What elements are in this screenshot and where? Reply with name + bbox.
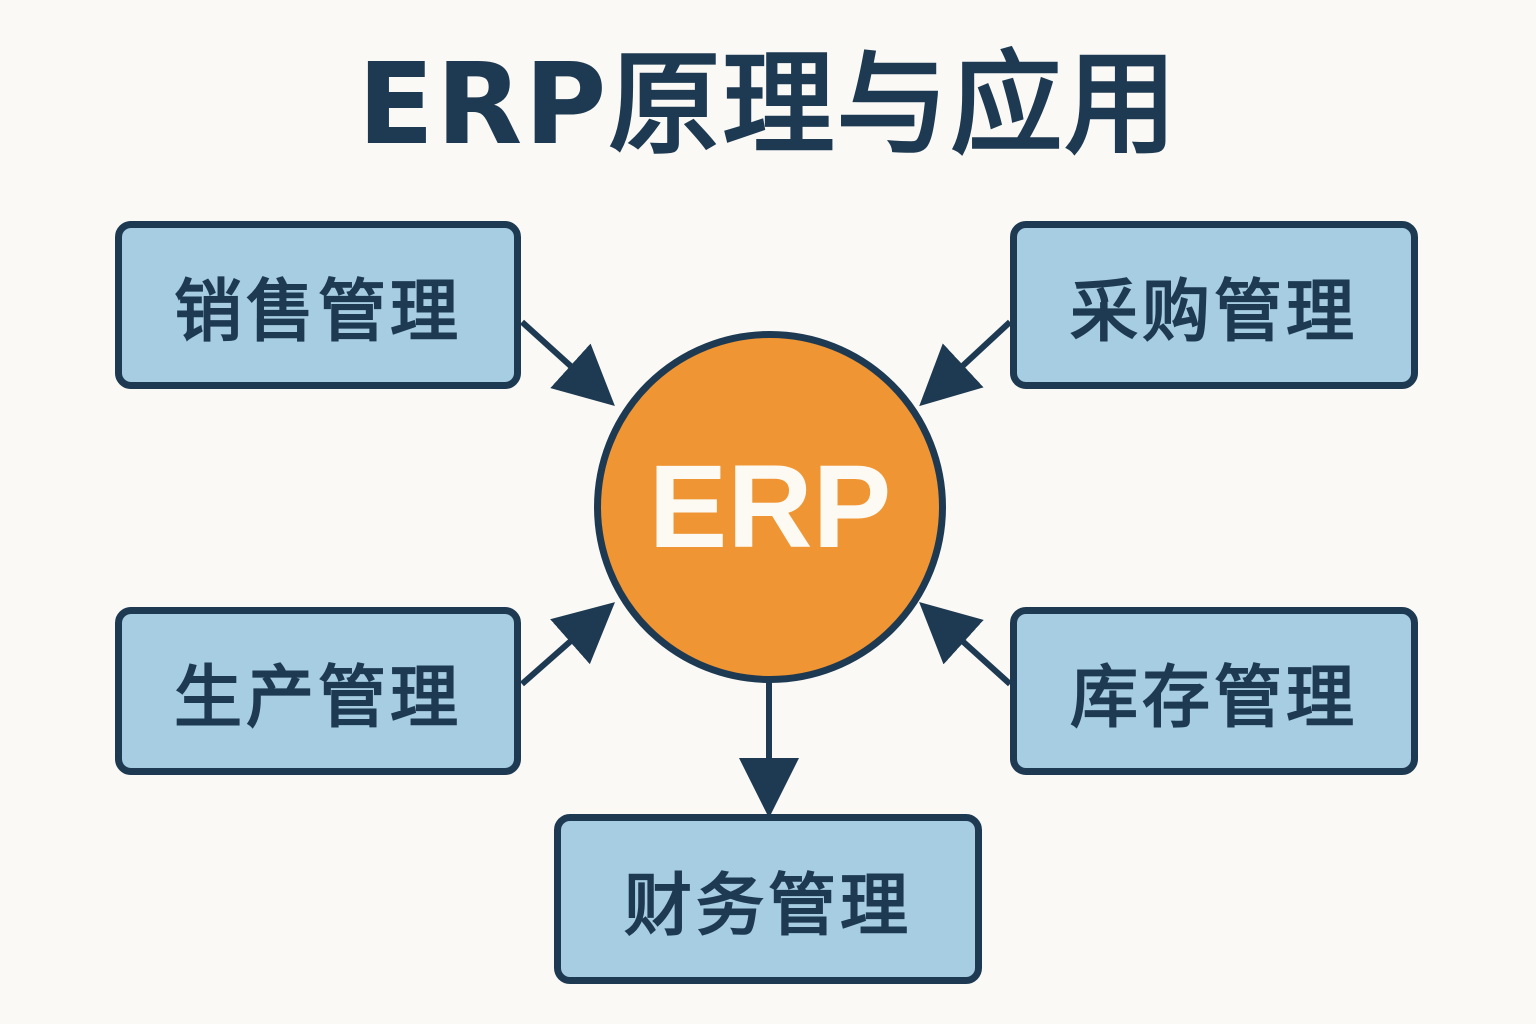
module-label: 销售管理	[173, 272, 462, 352]
module-purchase[interactable]: 采购管理	[1010, 221, 1418, 389]
arrow-inventory-to-erp	[919, 601, 1013, 687]
module-inventory[interactable]: 库存管理	[1010, 607, 1418, 775]
module-finance[interactable]: 财务管理	[554, 814, 982, 984]
module-production[interactable]: 生产管理	[115, 607, 521, 775]
arrow-purchase-to-erp	[919, 319, 1013, 407]
hub-label: ERP	[648, 441, 892, 573]
module-label: 库存管理	[1069, 658, 1358, 738]
arrow-production-to-erp	[520, 602, 616, 687]
module-label: 采购管理	[1069, 272, 1358, 352]
module-sales[interactable]: 销售管理	[115, 221, 521, 389]
diagram-title: ERP原理与应用	[357, 40, 1179, 170]
module-label: 生产管理	[173, 658, 462, 738]
arrow-sales-to-erp	[519, 319, 615, 407]
module-label: 财务管理	[623, 866, 912, 946]
erp-hub-circle[interactable]: ERP	[594, 331, 946, 683]
